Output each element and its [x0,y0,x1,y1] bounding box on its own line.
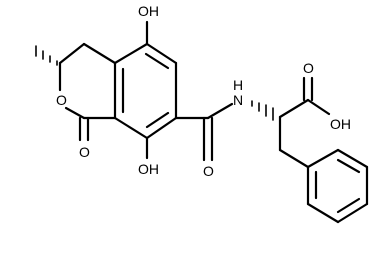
methyl-hashed-wedge [35,45,58,66]
amide-carbonyl-oxygen-label: O [203,163,214,179]
carboxylic-acid-group [278,76,331,119]
alpha-carbon-hashed-wedge [251,100,274,121]
ring-oxygen-label: O [56,92,67,108]
aromatic-ring-left [113,42,178,140]
hydroxyl-top-label: OH [138,3,159,19]
amide-group [174,102,234,162]
lactone-ring [58,42,117,142]
acid-hydroxyl-label: OH [330,116,351,132]
side-chain-bond-2 [278,148,310,169]
phenyl-ring-right [306,148,369,224]
amide-hydrogen-label: H [233,77,243,93]
lactone-carbonyl-oxygen-label: O [79,144,90,160]
acid-carbonyl-oxygen-label: O [303,60,314,76]
amide-nitrogen-label: N [233,92,243,108]
hydroxyl-bottom-label: OH [138,161,159,177]
